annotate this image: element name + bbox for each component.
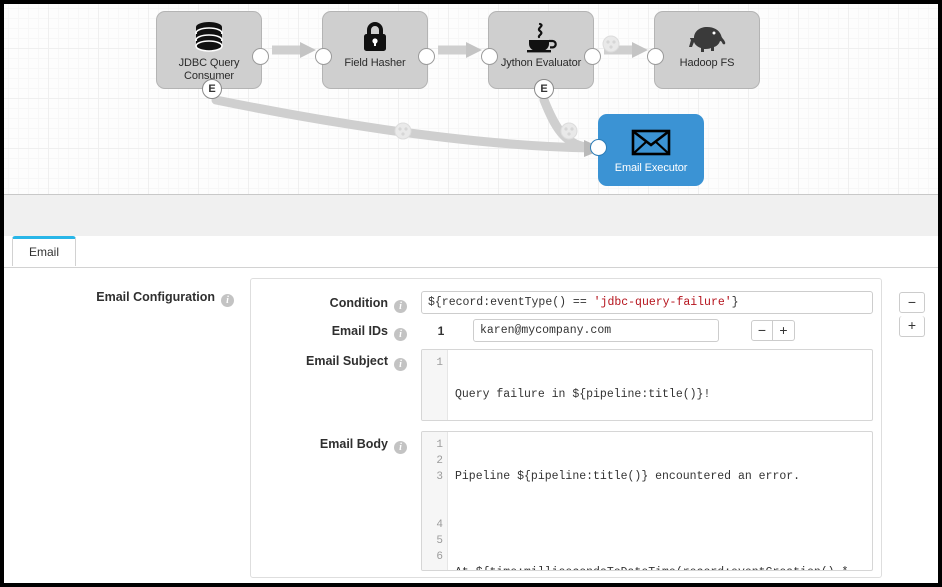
remove-configuration-button[interactable]: − — [899, 292, 925, 313]
envelope-icon — [631, 124, 671, 160]
email-subject-editor[interactable]: 1 Query failure in ${pipeline:title()}! — [421, 349, 873, 421]
pipeline-edges — [211, 35, 648, 157]
lock-icon — [361, 19, 389, 55]
add-configuration-button[interactable]: + — [899, 316, 925, 337]
field-label-text: Email IDs — [331, 324, 388, 338]
pipeline-node-jdbc-query-consumer[interactable]: JDBC Query Consumer E — [156, 11, 269, 99]
field-label-email-subject: Email Subject i — [257, 354, 407, 371]
info-icon[interactable]: i — [221, 294, 234, 307]
line-number: 1 — [436, 357, 443, 369]
field-label-email-body: Email Body i — [257, 437, 407, 454]
tab-email[interactable]: Email — [12, 236, 77, 266]
condition-value-string: 'jdbc-query-failure' — [593, 296, 732, 309]
email-subject-gutter: 1 — [422, 350, 448, 420]
info-icon[interactable]: i — [394, 300, 407, 313]
line-number: 6 — [436, 551, 443, 563]
section-label-email-configuration: Email Configuration i — [94, 290, 234, 307]
node-input-port[interactable] — [315, 48, 332, 65]
email-configuration-panel: − + Condition i ${record:eventType() == '… — [250, 278, 925, 578]
field-label-text: Condition — [329, 296, 388, 310]
tab-strip-underline — [4, 267, 938, 268]
field-label-email-ids: Email IDs i — [257, 324, 407, 341]
node-input-port[interactable] — [647, 48, 664, 65]
condition-value-code: ${record:eventType() == — [428, 296, 594, 309]
email-id-row-controls: − + — [751, 320, 795, 341]
pipeline-node-label: JDBC Query Consumer — [178, 57, 240, 82]
pipeline-node-jython-evaluator[interactable]: Jython Evaluator E — [481, 11, 601, 99]
node-output-port[interactable] — [252, 48, 269, 65]
email-id-row-index: 1 — [437, 324, 445, 338]
pipeline-node-label: Hadoop FS — [679, 57, 735, 69]
code-line: At ${time:millisecondsToDateTime(record:… — [455, 565, 872, 570]
add-email-id-button[interactable]: + — [773, 320, 795, 341]
configuration-group-controls: − + — [899, 292, 925, 337]
line-number: 5 — [436, 535, 443, 547]
detail-pane-header-band — [4, 194, 938, 238]
condition-input[interactable]: ${record:eventType() == 'jdbc-query-fail… — [421, 291, 873, 314]
remove-email-id-button[interactable]: − — [751, 320, 773, 341]
pipeline-node-label: Email Executor — [614, 162, 688, 174]
field-label-text: Email Subject — [306, 354, 388, 368]
pipeline-node-email-executor[interactable]: Email Executor — [590, 114, 704, 186]
pipeline-canvas[interactable]: JDBC Query Consumer E Field Hasher — [4, 4, 938, 194]
code-line: Pipeline ${pipeline:title()} encountered… — [455, 470, 801, 483]
database-icon — [192, 19, 226, 55]
field-label-text: Email Body — [319, 437, 388, 451]
line-number: 3 — [436, 471, 443, 483]
info-icon[interactable]: i — [394, 441, 407, 454]
email-subject-code[interactable]: Query failure in ${pipeline:title()}! — [448, 350, 872, 420]
email-body-editor[interactable]: 1 2 3 4 5 6 Pipeline ${pipeline:title()}… — [421, 431, 873, 571]
code-line — [455, 517, 872, 533]
node-output-port[interactable] — [418, 48, 435, 65]
node-input-port[interactable] — [590, 139, 607, 156]
coffee-cup-icon — [524, 19, 558, 55]
elephant-icon — [687, 19, 727, 55]
pipeline-node-hadoop-fs[interactable]: Hadoop FS — [647, 11, 760, 89]
email-id-input[interactable]: karen@mycompany.com — [473, 319, 719, 342]
event-output-badge[interactable]: E — [202, 79, 222, 99]
email-body-code[interactable]: Pipeline ${pipeline:title()} encountered… — [448, 432, 872, 570]
code-line: Query failure in ${pipeline:title()}! — [455, 388, 711, 401]
line-number: 4 — [436, 519, 443, 531]
pipeline-node-field-hasher[interactable]: Field Hasher — [315, 11, 435, 89]
info-icon[interactable]: i — [394, 328, 407, 341]
tab-strip: Email — [4, 236, 938, 268]
pipeline-node-label: Field Hasher — [344, 57, 406, 69]
condition-value-tail: } — [731, 296, 739, 309]
field-label-condition: Condition i — [257, 296, 407, 313]
node-input-port[interactable] — [481, 48, 498, 65]
app-window: JDBC Query Consumer E Field Hasher — [4, 4, 938, 583]
info-icon[interactable]: i — [394, 358, 407, 371]
email-body-gutter: 1 2 3 4 5 6 — [422, 432, 448, 570]
event-output-badge[interactable]: E — [534, 79, 554, 99]
section-label-text: Email Configuration — [96, 290, 215, 304]
node-output-port[interactable] — [584, 48, 601, 65]
email-configuration-form: Email Configuration i − + Condition i ${re… — [4, 268, 938, 583]
pipeline-node-label: Jython Evaluator — [500, 57, 582, 69]
line-number: 1 — [436, 439, 443, 451]
line-number: 2 — [436, 455, 443, 467]
